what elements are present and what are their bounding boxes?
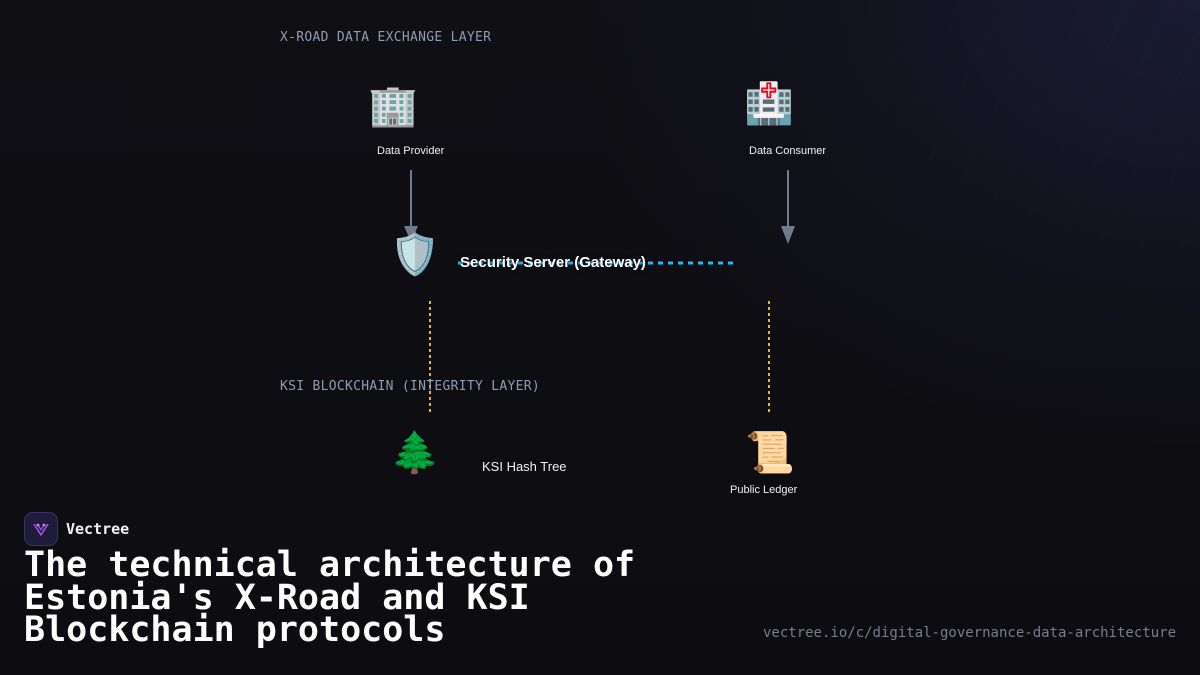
evergreen-tree-icon: 🌲 bbox=[390, 430, 440, 476]
data-consumer-label: Data Consumer bbox=[749, 145, 827, 157]
public-ledger-label: Public Ledger bbox=[730, 484, 798, 496]
source-url[interactable]: vectree.io/c/digital-governance-data-arc… bbox=[762, 625, 1176, 641]
scroll-icon: 📜 bbox=[745, 430, 795, 476]
shield-icon: 🛡️ bbox=[390, 232, 440, 278]
provider-arrowhead bbox=[404, 226, 418, 242]
brand-header: Vectree bbox=[24, 512, 129, 546]
hospital-icon: 🏥 bbox=[744, 81, 794, 127]
office-building-icon: 🏢 bbox=[368, 83, 418, 129]
security-server-label: Security Server (Gateway) bbox=[460, 254, 646, 271]
brand-name: Vectree bbox=[66, 520, 130, 538]
ksi-layer-title: KSI BLOCKCHAIN (INTEGRITY LAYER) bbox=[280, 379, 541, 394]
background-rays bbox=[500, 0, 1200, 520]
xroad-layer-title: X-ROAD DATA EXCHANGE LAYER bbox=[280, 30, 492, 45]
data-provider-label: Data Provider bbox=[377, 145, 445, 157]
vectree-logo-icon bbox=[24, 512, 58, 546]
page-title: The technical architecture of Estonia's … bbox=[24, 545, 636, 650]
ksi-hash-tree-label: KSI Hash Tree bbox=[482, 459, 567, 474]
consumer-arrowhead bbox=[781, 226, 795, 244]
